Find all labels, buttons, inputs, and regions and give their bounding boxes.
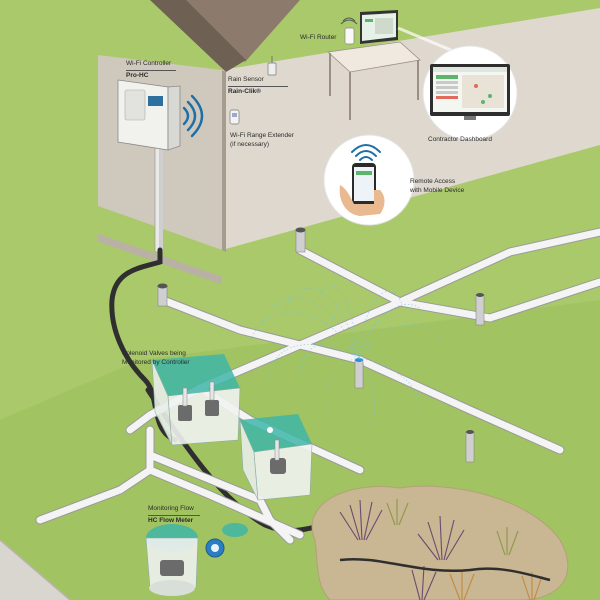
label-rule <box>228 86 288 87</box>
label-rain-clik: Rain-Clik® <box>228 88 261 95</box>
contractor-dashboard-callout <box>397 26 518 141</box>
label-hc-flow-meter: HC Flow Meter <box>148 517 194 524</box>
wifi-router <box>344 27 355 45</box>
label-range-extender: Wi-Fi Range Extender <box>230 132 294 139</box>
label-rule <box>126 70 176 71</box>
roof <box>185 0 300 62</box>
sprinkler-head <box>465 430 475 463</box>
label-solenoid-valves: Solenoid Valves being <box>122 350 186 357</box>
label-monitoring-flow: Monitoring Flow <box>148 505 194 512</box>
desk-and-computer <box>327 10 421 120</box>
valve-box-1 <box>151 354 241 446</box>
label-remote-access: Remote Access <box>410 178 456 185</box>
label-contractor-dashboard: Contractor Dashboard <box>428 136 492 143</box>
range-extender-device <box>229 109 240 125</box>
sprinkler-heads <box>157 227 485 463</box>
hand <box>339 185 385 216</box>
label-rule <box>148 515 200 516</box>
sprinkler-head <box>475 293 485 326</box>
label-rain-sensor: Rain Sensor <box>228 76 264 83</box>
sprinkler-head <box>157 283 168 307</box>
controller-wifi-icon <box>182 94 204 138</box>
sprinkler-head <box>354 358 364 389</box>
pipe-network <box>35 227 600 545</box>
sprinkler-head <box>295 227 306 253</box>
flow-meter-box <box>145 523 248 596</box>
roof-eave <box>150 0 246 72</box>
valve-box-2 <box>239 414 313 501</box>
label-wifi-router: Wi-Fi Router <box>300 34 337 41</box>
mobile-device-callout <box>323 134 415 226</box>
label-wifi-controller: Wi-Fi Controller <box>126 60 172 67</box>
wall-cutaway-edge <box>222 70 226 252</box>
router-wifi-icon <box>340 17 358 25</box>
label-if-necessary: (if necessary) <box>230 141 270 148</box>
phone-wifi-icon <box>351 144 381 161</box>
water-spray <box>249 285 441 426</box>
label-monitored-by-controller: Monitored by Controller <box>122 359 190 366</box>
label-pro-hc: Pro-HC <box>126 72 149 79</box>
label-mobile-device: with Mobile Device <box>410 187 465 194</box>
planting-bed <box>311 485 569 600</box>
rain-sensor-device <box>267 56 277 76</box>
